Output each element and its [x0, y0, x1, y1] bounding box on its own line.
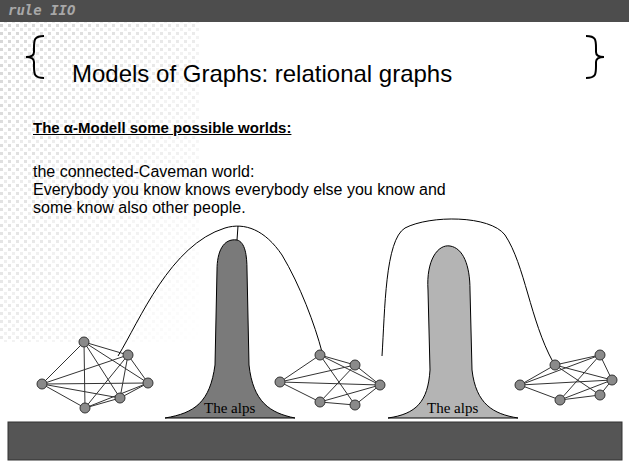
right-brace [586, 36, 604, 78]
section-heading: The α-Modell some possible worlds: [33, 119, 291, 136]
header-bar [0, 0, 629, 22]
mountain-label: The alps [204, 400, 255, 417]
mountain-shape [165, 230, 295, 420]
clique-edges [42, 342, 612, 408]
world-name: the connected-Caveman world: [33, 163, 254, 181]
peak-line [237, 226, 238, 240]
slide-title: Models of Graphs: relational graphs [72, 60, 452, 88]
world-description: Everybody you know knows everybody else … [33, 181, 463, 217]
mountain-shape [388, 240, 518, 420]
mountain: The alps [165, 230, 295, 420]
left-brace [26, 36, 44, 78]
header-logo: rule IIO [8, 2, 75, 18]
clique-vertices [37, 337, 617, 413]
mountain-label: The alps [427, 400, 478, 417]
footer-bar [8, 422, 622, 460]
mountain: The alps [388, 240, 518, 420]
